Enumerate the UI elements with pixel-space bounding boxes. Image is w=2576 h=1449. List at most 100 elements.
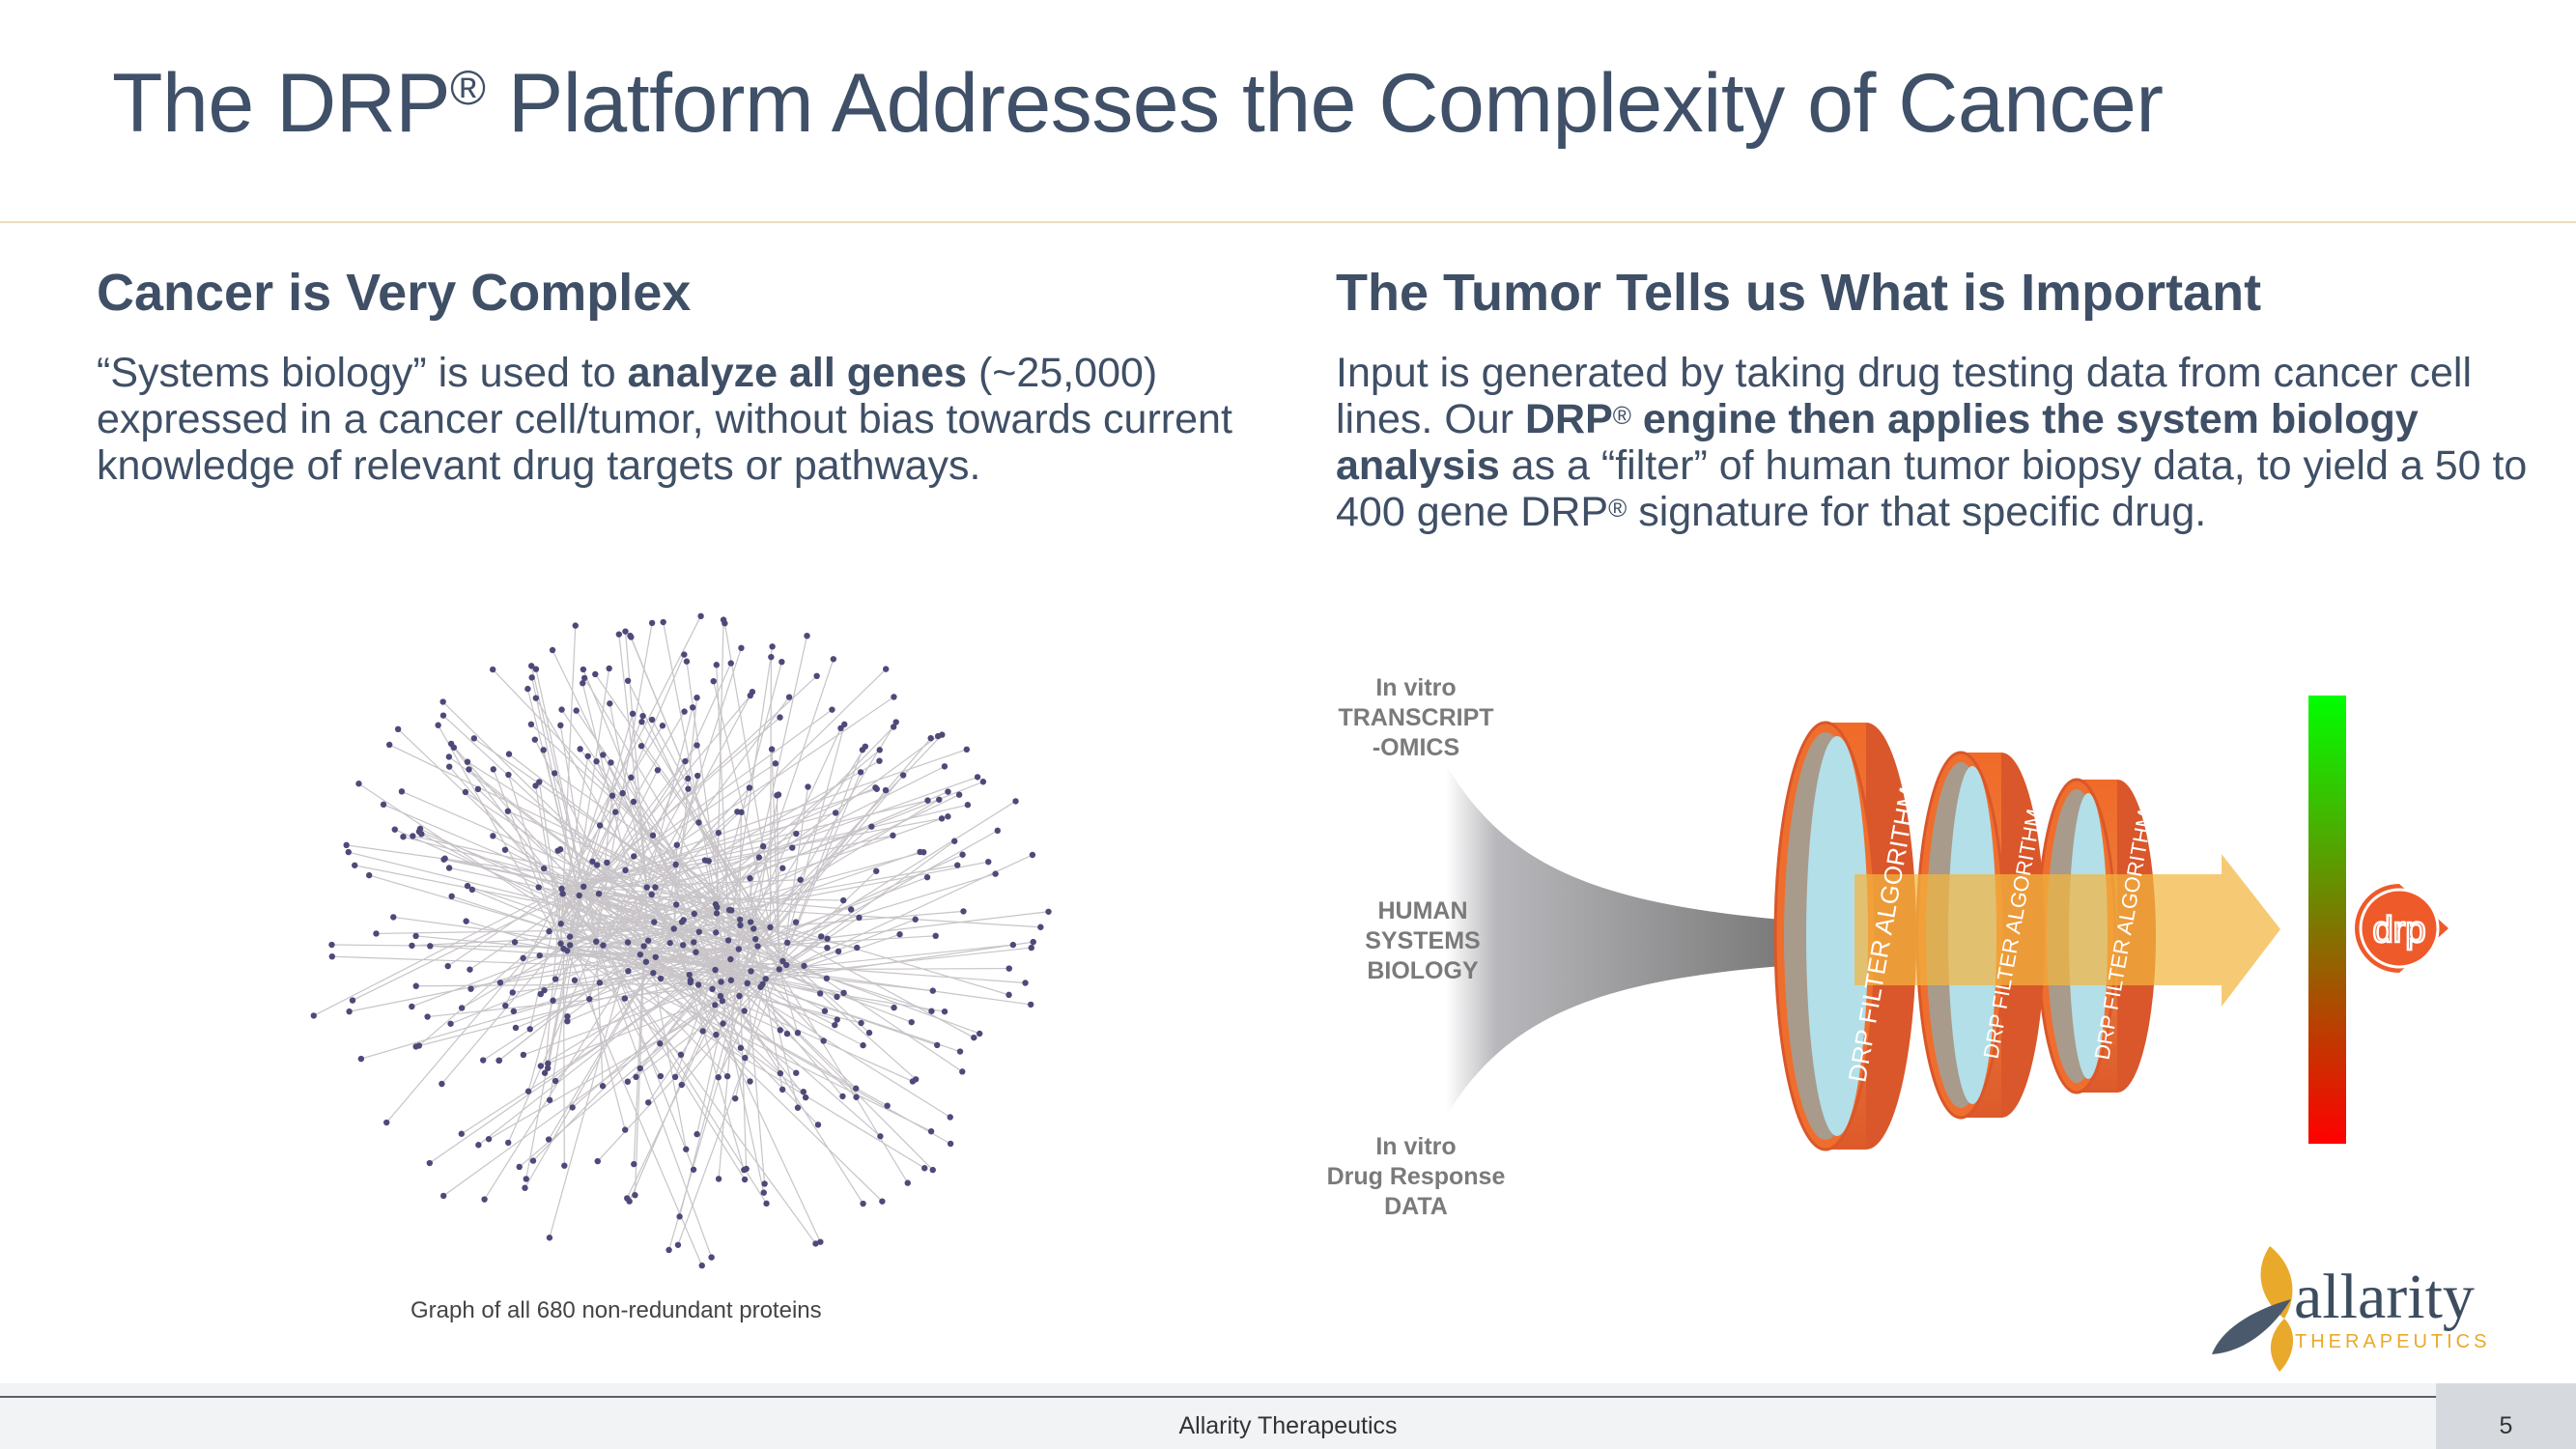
network-node bbox=[697, 612, 704, 620]
network-node bbox=[467, 985, 474, 992]
network-edge bbox=[595, 622, 653, 942]
network-edge bbox=[655, 956, 766, 980]
network-edge bbox=[530, 666, 597, 942]
network-node bbox=[572, 622, 579, 629]
network-node bbox=[409, 1003, 415, 1010]
network-node bbox=[536, 952, 543, 959]
network-node bbox=[509, 989, 516, 996]
network-edge bbox=[313, 888, 562, 1016]
network-node bbox=[439, 712, 447, 719]
network-node bbox=[768, 746, 776, 753]
network-node bbox=[896, 931, 903, 938]
network-node bbox=[936, 796, 943, 803]
network-node bbox=[657, 1072, 665, 1080]
network-edge bbox=[582, 713, 634, 887]
network-edge bbox=[560, 696, 894, 924]
network-node bbox=[1005, 965, 1012, 972]
network-edge bbox=[360, 972, 654, 1060]
network-node bbox=[496, 980, 504, 986]
network-node bbox=[841, 721, 848, 728]
network-edge bbox=[747, 982, 766, 1184]
network-edge bbox=[626, 980, 732, 1199]
network-node bbox=[713, 910, 721, 917]
network-edge bbox=[718, 949, 740, 1179]
network-node bbox=[876, 757, 883, 764]
network-node bbox=[355, 781, 362, 787]
network-edge bbox=[467, 761, 758, 948]
network-node bbox=[410, 833, 416, 839]
network-node bbox=[1022, 980, 1029, 986]
network-edge bbox=[714, 969, 765, 1193]
network-node bbox=[441, 855, 448, 862]
network-node bbox=[775, 791, 782, 798]
network-node bbox=[768, 653, 775, 661]
network-node bbox=[524, 1088, 532, 1094]
network-node bbox=[783, 1030, 791, 1037]
network-node bbox=[705, 858, 712, 865]
network-node bbox=[681, 708, 688, 715]
output-arrow bbox=[1854, 854, 2280, 1007]
network-node bbox=[821, 1008, 829, 1014]
network-node bbox=[502, 1002, 509, 1009]
network-node bbox=[569, 1104, 576, 1111]
network-edge bbox=[421, 833, 722, 997]
network-edge bbox=[579, 709, 833, 896]
network-node bbox=[777, 714, 783, 721]
network-edge bbox=[609, 703, 648, 888]
network-node bbox=[879, 1198, 886, 1205]
network-node bbox=[830, 656, 837, 663]
network-edge bbox=[715, 969, 761, 988]
text-segment: ® bbox=[1612, 401, 1631, 430]
network-node bbox=[380, 801, 387, 809]
network-node bbox=[746, 784, 753, 791]
network-edge bbox=[673, 697, 698, 929]
network-edge bbox=[393, 916, 779, 970]
network-edge bbox=[442, 715, 732, 981]
footer-bar bbox=[0, 1383, 2576, 1449]
network-node bbox=[856, 914, 863, 922]
network-node bbox=[992, 870, 999, 877]
network-node bbox=[551, 770, 558, 777]
network-node bbox=[485, 1135, 493, 1143]
network-node bbox=[876, 747, 883, 753]
footer-company: Allarity Therapeutics bbox=[1178, 1412, 1398, 1439]
network-node bbox=[532, 695, 540, 701]
network-node bbox=[779, 957, 786, 965]
network-edge bbox=[559, 724, 597, 942]
network-node bbox=[777, 1027, 783, 1034]
network-node bbox=[504, 808, 512, 814]
network-node bbox=[737, 1044, 745, 1051]
network-edge bbox=[561, 749, 968, 890]
network-edge bbox=[331, 955, 716, 971]
network-node bbox=[652, 884, 659, 891]
network-node bbox=[694, 772, 701, 780]
network-node bbox=[1005, 991, 1012, 999]
network-node bbox=[526, 1026, 533, 1033]
network-node bbox=[934, 1041, 941, 1049]
drp-badge-icon: drp bbox=[2355, 884, 2449, 973]
network-node bbox=[714, 903, 721, 911]
network-node bbox=[645, 1099, 652, 1106]
network-node bbox=[648, 716, 656, 724]
network-edge bbox=[646, 887, 699, 985]
network-edge bbox=[757, 722, 897, 947]
network-node bbox=[659, 723, 666, 729]
network-node bbox=[694, 1130, 700, 1138]
network-node bbox=[520, 1051, 527, 1059]
network-node bbox=[699, 1028, 706, 1035]
network-node bbox=[631, 1160, 637, 1168]
network-node bbox=[715, 1176, 722, 1182]
network-node bbox=[804, 632, 810, 639]
network-node bbox=[678, 1081, 685, 1089]
network-node bbox=[683, 658, 691, 665]
label-human-systems-biology: HUMAN SYSTEMS BIOLOGY bbox=[1307, 896, 1539, 986]
network-node bbox=[474, 785, 482, 793]
network-edge bbox=[730, 800, 1016, 981]
network-node bbox=[891, 694, 897, 700]
text-segment: DRP bbox=[1524, 396, 1613, 442]
network-node bbox=[890, 832, 896, 839]
response-gradient-bar bbox=[2308, 696, 2346, 1144]
network-node bbox=[611, 809, 619, 815]
network-node bbox=[680, 942, 687, 949]
